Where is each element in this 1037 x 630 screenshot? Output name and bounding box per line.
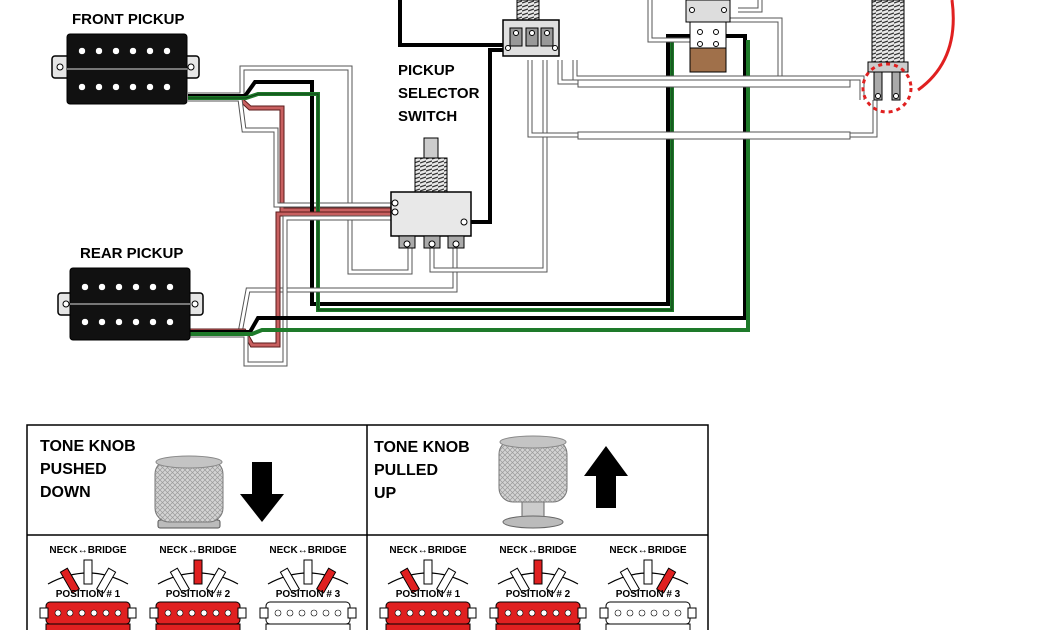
position-label: POSITION # 1 (396, 589, 461, 600)
toggle-lever-icon (509, 567, 531, 594)
pickup-selector-switch (390, 137, 472, 249)
arrow-down-icon (240, 462, 284, 522)
neck-bridge-label: NECK↔BRIDGE (159, 545, 237, 556)
toggle-lever-icon (655, 567, 677, 594)
toggle-lever-icon (315, 567, 337, 594)
position-label: POSITION # 1 (56, 589, 121, 600)
front-pickup (51, 33, 200, 105)
position-label: POSITION # 2 (166, 589, 231, 600)
legend-right-line2: PULLED (374, 462, 438, 479)
volume-pot (502, 0, 560, 57)
selector-label-line1: PICKUP (398, 62, 455, 79)
toggle-lever-icon (643, 559, 653, 585)
neck-bridge-label: NECK↔BRIDGE (499, 545, 577, 556)
position-cell-2: NECK↔BRIDGE POSITION # 2 (149, 545, 247, 630)
tone-push-pull-pot (685, 0, 731, 73)
position-label: POSITION # 3 (276, 589, 341, 600)
position-cell-1: NECK↔BRIDGE POSITION # 1 (39, 545, 137, 630)
position-cell-5: NECK↔BRIDGE POSITION # 2 (489, 545, 587, 630)
toggle-lever-icon (533, 559, 543, 585)
rear-pickup-label: REAR PICKUP (80, 245, 183, 262)
selector-label-line2: SELECTOR (398, 85, 480, 102)
legend-right-line1: TONE KNOB (374, 439, 470, 456)
legend-right-line3: UP (374, 485, 397, 502)
legend-left-line2: PUSHED (40, 461, 107, 478)
toggle-lever-icon (279, 567, 301, 594)
knob-pushed-icon (154, 455, 224, 529)
toggle-lever-icon (83, 559, 93, 585)
knob-pulled-icon (498, 435, 568, 529)
toggle-lever-icon (545, 567, 567, 594)
toggle-lever-icon (619, 567, 641, 594)
toggle-lever-icon (303, 559, 313, 585)
toggle-lever-icon (399, 567, 421, 594)
toggle-lever-icon (205, 567, 227, 594)
toggle-lever-icon (435, 567, 457, 594)
position-cell-4: NECK↔BRIDGE POSITION # 1 (379, 545, 477, 630)
legend-left-line1: TONE KNOB (40, 438, 136, 455)
neck-bridge-label: NECK↔BRIDGE (269, 545, 347, 556)
toggle-lever-icon (169, 567, 191, 594)
position-label: POSITION # 2 (506, 589, 571, 600)
position-cell-6: NECK↔BRIDGE POSITION # 3 (599, 545, 697, 630)
arrow-up-icon (584, 446, 628, 508)
legend-box (26, 424, 709, 630)
toggle-lever-icon (59, 567, 81, 594)
toggle-lever-icon (193, 559, 203, 585)
neck-bridge-label: NECK↔BRIDGE (49, 545, 127, 556)
toggle-lever-icon (95, 567, 117, 594)
output-jack (861, 0, 955, 114)
neck-bridge-label: NECK↔BRIDGE (389, 545, 467, 556)
rear-pickup (57, 267, 204, 341)
position-cells: NECK↔BRIDGE POSITION # 1 NECK↔BRIDGE POSITI… (39, 545, 697, 630)
position-cell-3: NECK↔BRIDGE POSITION # 3 (259, 545, 357, 630)
front-pickup-label: FRONT PICKUP (72, 11, 185, 28)
selector-label-line3: SWITCH (398, 108, 457, 125)
neck-bridge-label: NECK↔BRIDGE (609, 545, 687, 556)
position-label: POSITION # 3 (616, 589, 681, 600)
toggle-lever-icon (423, 559, 433, 585)
legend-left-line3: DOWN (40, 484, 91, 501)
wires (188, 0, 878, 367)
